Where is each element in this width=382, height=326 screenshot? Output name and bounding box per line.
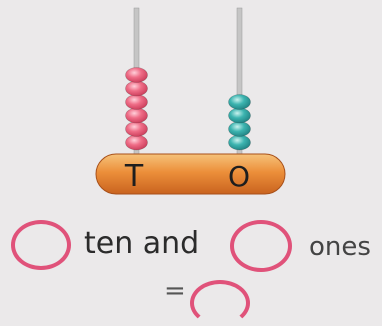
total-answer-circle[interactable] xyxy=(190,280,250,326)
ones-bead xyxy=(228,94,251,110)
tens-bead xyxy=(125,94,148,110)
ones-beads xyxy=(228,94,251,151)
tens-column-label: T xyxy=(124,159,144,194)
tens-bead xyxy=(125,80,148,97)
ones-bead xyxy=(228,134,251,151)
ones-answer-circle[interactable] xyxy=(230,220,292,272)
abacus: T O xyxy=(95,7,286,195)
tens-bead xyxy=(125,67,148,83)
tens-bead xyxy=(125,134,148,151)
ones-bead xyxy=(228,107,251,124)
ones-bead xyxy=(228,121,251,137)
ten-and-label: ten and xyxy=(84,226,200,261)
ones-label: ones xyxy=(309,232,371,262)
tens-bead xyxy=(125,121,148,137)
tens-bead xyxy=(125,107,148,124)
abacus-base: T O xyxy=(95,153,286,195)
tens-beads xyxy=(125,67,148,151)
ones-column-label: O xyxy=(228,160,250,193)
equals-sign: = xyxy=(164,276,186,306)
tens-answer-circle[interactable] xyxy=(11,220,71,270)
